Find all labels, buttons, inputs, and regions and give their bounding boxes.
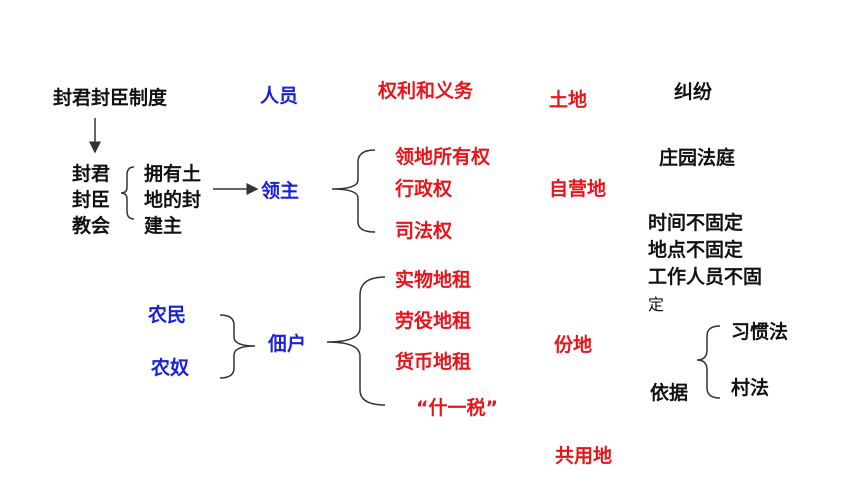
dispute-note-1: 时间不固定 [648,212,744,234]
land-demesne: 自营地 [549,178,607,200]
header-people: 人员 [260,85,299,107]
tenant-duty-3: 货币地租 [395,351,472,373]
system-title: 封君封臣制度 [53,87,168,109]
land-common: 共用地 [555,445,613,467]
dispute-court: 庄园法庭 [659,147,736,169]
tenant-label: 佃户 [268,333,307,355]
dispute-source-2: 村法 [731,377,770,399]
lord-right-3: 司法权 [395,220,453,242]
lord-right-2: 行政权 [395,178,453,200]
group-desc-2: 地的封 [144,189,202,211]
group-line-2: 封臣 [72,189,111,211]
tenant-duty-1: 实物地租 [395,269,472,291]
lord-label: 领主 [261,180,300,202]
dispute-note-2: 地点不固定 [648,239,744,261]
group-desc-1: 拥有土 [144,163,202,185]
tenant-serf: 农奴 [151,357,190,379]
header-dispute: 纠纷 [674,81,713,103]
tenant-duty-4: “什一税” [416,397,498,419]
dispute-note-4: 定 [648,295,665,314]
basis-brace [696,325,721,399]
dispute-note-3: 工作人员不固 [648,266,763,288]
left-bracket [120,166,135,220]
lord-right-1: 领地所有权 [395,146,491,168]
group-desc-3: 建主 [144,215,183,237]
tenant-duties-brace [326,276,386,406]
header-land: 土地 [549,89,588,111]
group-line-3: 教会 [72,215,111,237]
tenant-duty-2: 劳役地租 [395,310,472,332]
header-rights: 权利和义务 [378,80,474,102]
tenant-brace [219,314,256,379]
land-plot: 份地 [554,334,593,356]
tenant-farmer: 农民 [148,304,187,326]
dispute-source-1: 习惯法 [731,321,789,343]
dispute-basis: 依据 [650,382,689,404]
lord-rights-brace [331,149,376,233]
group-line-1: 封君 [72,163,111,185]
